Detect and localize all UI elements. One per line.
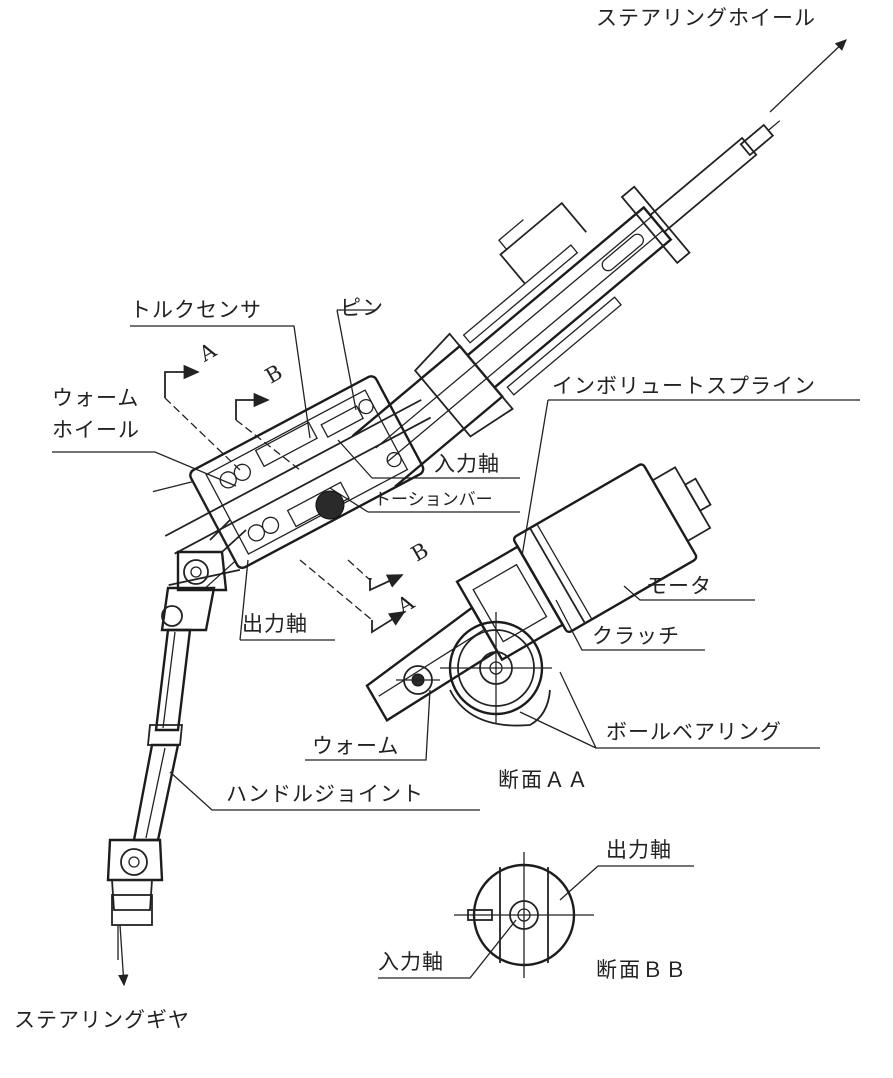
steering-wheel-arrow bbox=[769, 39, 847, 113]
section-aa-wheel bbox=[396, 612, 552, 727]
motor-assembly bbox=[365, 463, 712, 722]
label-worm-wheel-line2: ホイール bbox=[52, 418, 140, 442]
label-input-shaft: 入力軸 bbox=[434, 452, 500, 476]
label-worm: ウォーム bbox=[312, 734, 400, 758]
label-motor: モータ bbox=[646, 574, 712, 598]
label-torsion-bar: トーションバー bbox=[374, 490, 493, 510]
label-involute-spline: インボリュートスプライン bbox=[552, 374, 816, 398]
label-clutch: クラッチ bbox=[592, 624, 680, 648]
label-section-aa: 断面ＡＡ bbox=[498, 768, 590, 792]
label-section-bb: 断面ＢＢ bbox=[596, 958, 688, 982]
label-ball-bearing: ボールベアリング bbox=[606, 720, 782, 744]
upper-shaft bbox=[351, 120, 781, 488]
upper-universal-joint bbox=[160, 519, 247, 632]
label-bb-input-shaft: 入力軸 bbox=[378, 950, 444, 974]
gear-housing bbox=[152, 375, 432, 590]
label-worm-wheel-line1: ウォーム bbox=[52, 386, 140, 410]
label-pin: ピン bbox=[340, 296, 384, 320]
label-steering-gear: ステアリングギヤ bbox=[14, 1008, 190, 1032]
section-bb bbox=[454, 852, 594, 978]
leader-lines bbox=[52, 309, 860, 979]
section-cut-markers bbox=[164, 364, 406, 634]
label-output-shaft: 出力軸 bbox=[242, 612, 308, 636]
lower-universal-joint bbox=[106, 838, 164, 987]
label-steering-wheel: ステアリングホイール bbox=[596, 6, 816, 30]
label-torque-sensor: トルクセンサ bbox=[130, 298, 262, 322]
intermediate-shaft bbox=[132, 628, 192, 842]
label-handle-joint: ハンドルジョイント bbox=[226, 782, 424, 806]
label-bb-output-shaft: 出力軸 bbox=[606, 838, 672, 862]
